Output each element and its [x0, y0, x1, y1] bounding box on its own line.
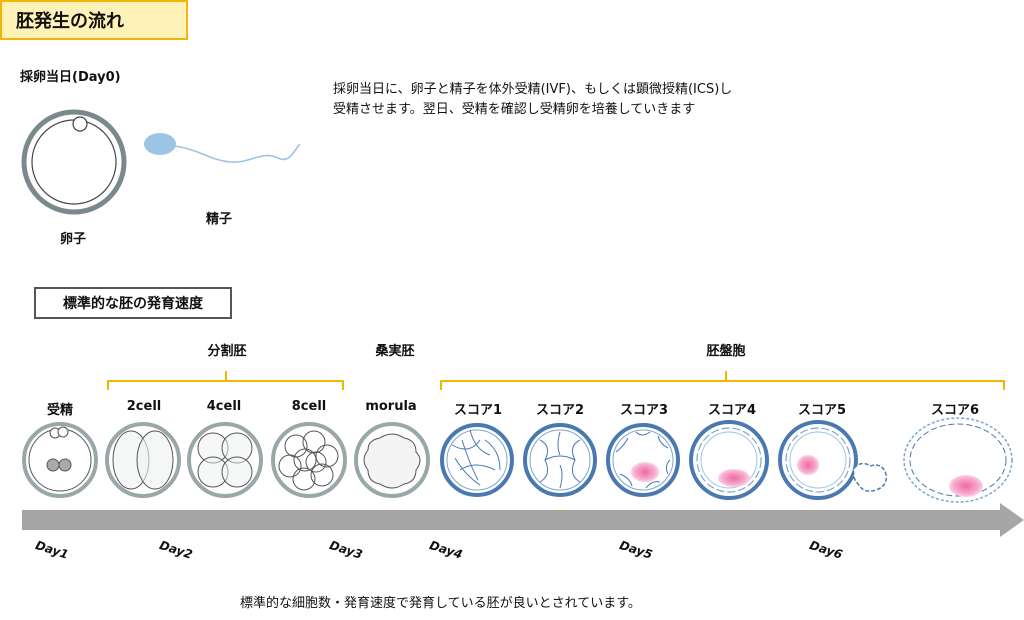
embryo-4cell	[187, 422, 263, 498]
embryo-fertilized	[22, 422, 98, 498]
stage-label: 2cell	[126, 399, 162, 414]
day0-heading: 採卵当日(Day0)	[20, 70, 121, 85]
footer-note: 標準的な細胞数・発育速度で発育している胚が良いとされています。	[240, 596, 641, 611]
embryo-score4	[689, 420, 769, 500]
stage-label: 受精	[46, 403, 74, 418]
embryo-morula	[354, 422, 430, 498]
embryo-score6	[903, 417, 1013, 503]
bracket-blastocyst	[440, 371, 1005, 390]
section-title: 標準的な胚の発育速度	[34, 287, 232, 319]
timeline-arrow	[22, 503, 1024, 537]
egg-label: 卵子	[60, 232, 87, 247]
egg-icon	[21, 109, 127, 215]
stage-label: スコア1	[453, 403, 503, 418]
intro-description-line2: 受精させます。翌日、受精を確認し受精卵を培養していきます	[333, 102, 696, 117]
intro-description-line1: 採卵当日に、卵子と精子を体外受精(IVF)、もしくは顕微授精(ICS)し	[333, 82, 733, 97]
group-label-blastocyst: 胚盤胞	[706, 344, 746, 359]
stage-label: スコア6	[930, 403, 980, 418]
embryo-score1	[440, 423, 514, 497]
sperm-label: 精子	[206, 212, 233, 227]
stage-label: morula	[365, 399, 417, 414]
group-label-morula: 桑実胚	[375, 344, 415, 359]
stage-label: スコア5	[797, 403, 847, 418]
group-label-cleavage: 分割胚	[207, 344, 247, 359]
sperm-icon	[144, 133, 301, 163]
stage-label: スコア2	[535, 403, 585, 418]
stage-label: スコア3	[619, 403, 669, 418]
stage-label: 4cell	[206, 399, 242, 414]
stage-label: 8cell	[291, 399, 327, 414]
embryo-8cell	[271, 422, 347, 498]
embryo-score5	[778, 420, 888, 500]
bracket-cleavage	[107, 371, 344, 390]
embryo-2cell	[105, 422, 181, 498]
page-title: 胚発生の流れ	[0, 0, 188, 40]
embryo-score2	[523, 423, 597, 497]
embryo-score3	[606, 423, 680, 497]
stage-label: スコア4	[707, 403, 757, 418]
